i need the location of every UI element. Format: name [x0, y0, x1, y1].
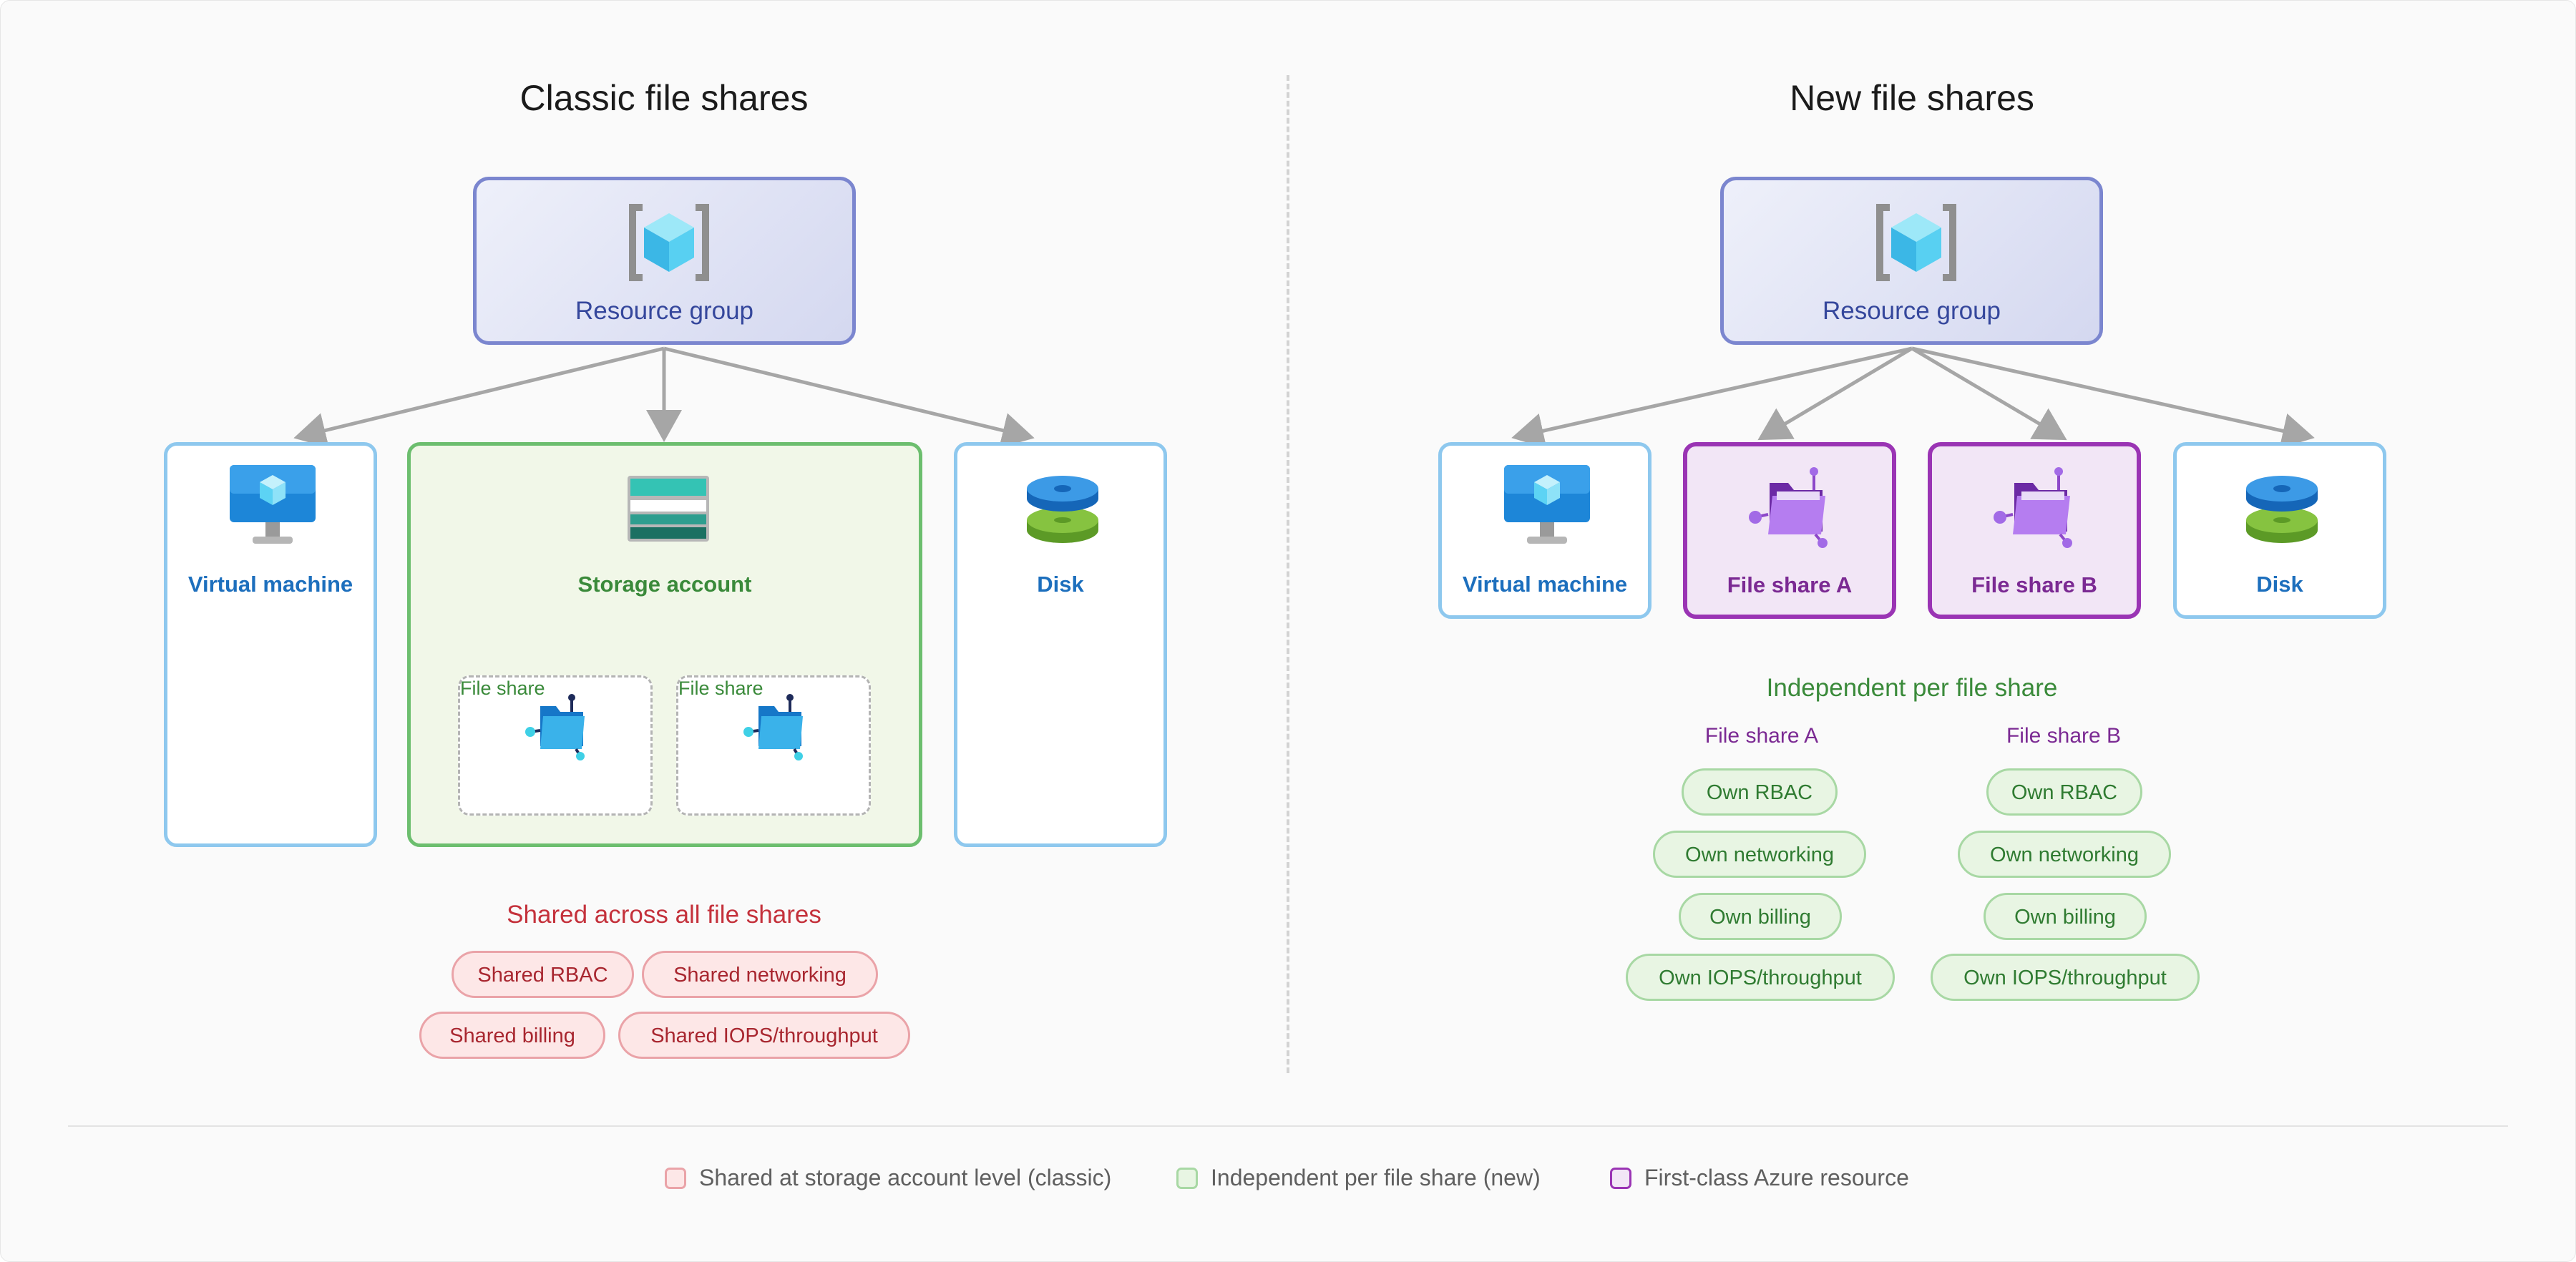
arrow-rg-to-disk — [663, 346, 1035, 449]
own-billing-pill: Own billing — [1679, 893, 1842, 940]
own-rbac-pill: Own RBAC — [1682, 768, 1838, 816]
legend-swatch-red — [665, 1168, 686, 1189]
own-rbac-pill: Own RBAC — [1986, 768, 2142, 816]
section-divider — [1287, 75, 1289, 1073]
resource-group-cube-icon — [627, 203, 711, 285]
file-share-folder-icon — [525, 692, 593, 764]
storage-account-label: Storage account — [577, 572, 752, 597]
column-b-title: File share B — [2006, 724, 2122, 748]
arrow-rg-to-fileshare-b — [1911, 346, 2067, 441]
column-a-title: File share A — [1704, 724, 1819, 748]
shared-billing-pill: Shared billing — [419, 1012, 605, 1059]
new-resource-group-box: Resource group — [1720, 177, 2103, 345]
file-share-a-box: File share A — [1683, 442, 1896, 619]
legend-label: Independent per file share (new) — [1211, 1165, 1541, 1190]
shared-networking-pill: Shared networking — [642, 951, 878, 998]
classic-virtual-machine-box: Virtual machine — [164, 442, 377, 847]
resource-group-label: Resource group — [1822, 297, 2001, 325]
virtual-machine-label: Virtual machine — [187, 572, 353, 597]
classic-file-share-box-2: File share — [676, 675, 871, 816]
new-disk-box: Disk — [2173, 442, 2386, 619]
classic-file-share-box-1: File share — [458, 675, 653, 816]
virtual-machine-monitor-icon — [228, 464, 317, 552]
storage-account-icon — [628, 476, 709, 545]
virtual-machine-monitor-icon — [1503, 464, 1591, 552]
legend-separator — [68, 1125, 2508, 1127]
disk-label: Disk — [2256, 572, 2303, 597]
disk-icon — [1025, 476, 1100, 551]
own-networking-pill: Own networking — [1958, 831, 2171, 878]
file-share-a-label: File share A — [1727, 572, 1853, 597]
arrow-rg-to-fileshare-a — [1757, 346, 1913, 441]
arrow-rg-to-vm-new — [1511, 346, 1913, 449]
disk-icon — [2245, 476, 2319, 551]
independent-heading: Independent per file share — [1766, 674, 2058, 702]
shared-rbac-pill: Shared RBAC — [452, 951, 634, 998]
legend-swatch-green — [1176, 1168, 1198, 1189]
classic-disk-box: Disk — [954, 442, 1167, 847]
own-billing-pill: Own billing — [1984, 893, 2147, 940]
legend-item-shared: Shared at storage account level (classic… — [665, 1163, 1111, 1192]
file-share-label: File share — [460, 678, 545, 699]
own-iops-pill: Own IOPS/throughput — [1931, 954, 2200, 1001]
file-share-folder-purple-icon — [1993, 464, 2079, 554]
classic-resource-group-box: Resource group — [473, 177, 856, 345]
file-share-folder-icon — [743, 692, 811, 764]
legend-label: First-class Azure resource — [1644, 1165, 1909, 1190]
legend-swatch-purple — [1610, 1168, 1631, 1189]
arrow-rg-to-disk-new — [1911, 346, 2315, 449]
legend-label: Shared at storage account level (classic… — [699, 1165, 1112, 1190]
classic-title: Classic file shares — [519, 78, 809, 118]
legend-item-first-class: First-class Azure resource — [1610, 1163, 1909, 1192]
own-iops-pill: Own IOPS/throughput — [1626, 954, 1895, 1001]
legend-item-independent: Independent per file share (new) — [1176, 1163, 1541, 1192]
virtual-machine-label: Virtual machine — [1462, 572, 1628, 597]
shared-heading: Shared across all file shares — [507, 901, 821, 929]
file-share-folder-purple-icon — [1748, 464, 1834, 554]
new-title: New file shares — [1790, 78, 2034, 118]
own-networking-pill: Own networking — [1653, 831, 1866, 878]
shared-iops-pill: Shared IOPS/throughput — [618, 1012, 910, 1059]
file-share-b-label: File share B — [1971, 572, 2097, 597]
new-virtual-machine-box: Virtual machine — [1438, 442, 1652, 619]
resource-group-cube-icon — [1874, 203, 1958, 285]
arrow-rg-to-vm — [293, 346, 665, 449]
disk-label: Disk — [1037, 572, 1084, 597]
file-share-label: File share — [678, 678, 763, 699]
file-share-b-box: File share B — [1928, 442, 2141, 619]
resource-group-label: Resource group — [575, 297, 754, 325]
